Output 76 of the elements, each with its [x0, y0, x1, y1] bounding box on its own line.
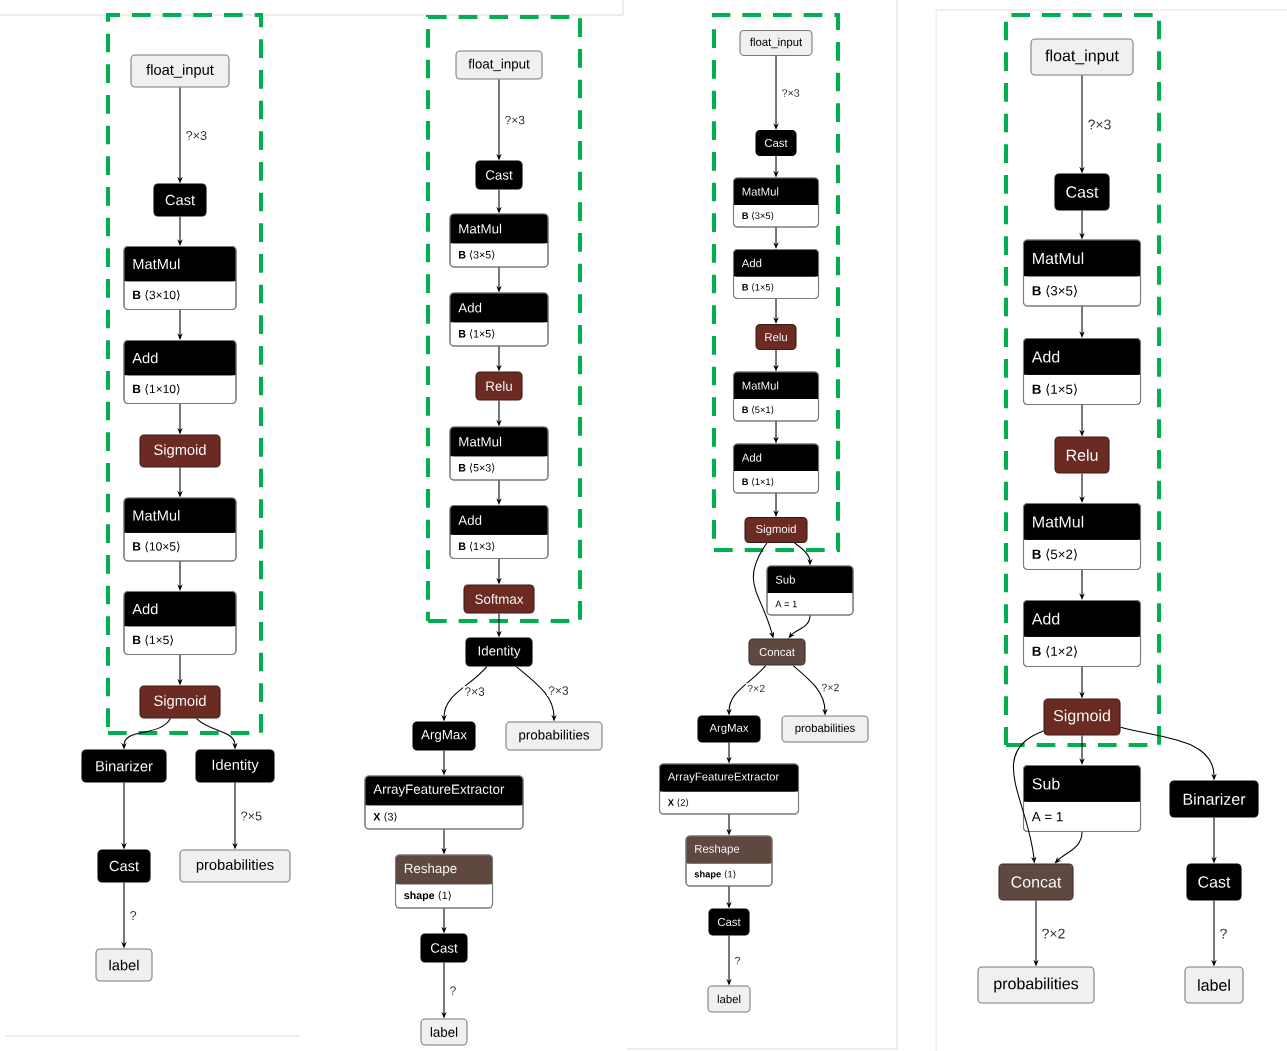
input-output-box: probabilities	[977, 966, 1095, 1004]
operator-box: Add B ⟨1×5⟩	[449, 292, 549, 347]
edge-label: ?	[1218, 927, 1229, 940]
operator-box: ArgMax	[697, 715, 761, 743]
activation-box: Sigmoid	[139, 685, 221, 719]
operator-box: Binarizer	[1169, 780, 1259, 818]
input-output-box: label	[95, 948, 153, 982]
edge-label: ?×2	[745, 683, 767, 694]
operator-box: Concat	[998, 863, 1074, 901]
activation-box: Sigmoid	[139, 434, 221, 468]
operator-box: Add B ⟨1×5⟩	[1022, 337, 1142, 406]
operator-box: Concat	[748, 638, 806, 666]
edge-label: ?	[733, 955, 742, 966]
input-output-box: probabilities	[179, 849, 291, 883]
input-output-box: float_input	[1030, 38, 1134, 76]
operator-box: Add B ⟨1×10⟩	[123, 339, 237, 405]
operator-box: Add B ⟨1×5⟩	[732, 248, 820, 300]
operator-box: MatMul B ⟨3×5⟩	[449, 213, 549, 268]
operator-box: Reshape shape ⟨1⟩	[685, 835, 773, 887]
operator-box: Add B ⟨1×2⟩	[1022, 599, 1142, 668]
input-output-box: float_input	[130, 54, 230, 88]
operator-box: Add B ⟨1×1⟩	[732, 443, 820, 494]
activation-box: Sigmoid	[744, 516, 808, 544]
operator-box: MatMul B ⟨5×2⟩	[1022, 502, 1142, 571]
edge-label: ?×2	[820, 682, 841, 693]
input-output-box: label	[707, 985, 751, 1013]
input-output-box: label	[420, 1018, 468, 1046]
operator-box: MatMul B ⟨10×5⟩	[123, 497, 237, 562]
dashed-frame	[1004, 13, 1161, 747]
activation-box: Relu	[475, 371, 523, 401]
operator-box: Cast	[755, 129, 797, 157]
activation-box: Relu	[755, 323, 797, 351]
activation-box: Relu	[1054, 436, 1110, 474]
operator-box: Cast	[708, 908, 750, 936]
operator-box: Cast	[475, 160, 523, 190]
edge-label: ?	[448, 985, 458, 997]
operator-box: Cast	[420, 933, 468, 963]
operator-box: MatMul B ⟨5×1⟩	[732, 371, 820, 422]
operator-box: MatMul B ⟨3×5⟩	[732, 177, 820, 228]
input-output-box: probabilities	[505, 721, 603, 751]
activation-box: Softmax	[463, 584, 535, 614]
operator-box: Sub A = 1	[1022, 764, 1142, 833]
dashed-frame	[106, 13, 263, 735]
operator-box: ArrayFeatureExtractor X ⟨2⟩	[658, 763, 800, 815]
operator-box: Reshape shape ⟨1⟩	[394, 854, 494, 909]
edge-label: ?×3	[463, 686, 487, 698]
dashed-frame	[712, 13, 840, 552]
operator-box: Sub A = 1	[766, 565, 854, 616]
activation-box: Sigmoid	[1043, 698, 1121, 736]
edge-label: ?×5	[239, 810, 264, 822]
operator-box: Cast	[97, 849, 151, 883]
edge-label: ?×3	[184, 129, 209, 142]
edge-label: ?	[128, 909, 138, 922]
input-output-box: float_input	[739, 29, 813, 57]
operator-box: MatMul B ⟨3×5⟩	[1022, 239, 1142, 307]
input-output-box: probabilities	[781, 715, 869, 743]
operator-box: Cast	[1186, 863, 1242, 901]
operator-box: MatMul B ⟨3×10⟩	[123, 245, 237, 311]
edge-label: ?×2	[1040, 927, 1067, 940]
input-output-box: label	[1184, 966, 1244, 1004]
operator-box: Identity	[195, 749, 275, 783]
operator-box: Add B ⟨1×3⟩	[449, 504, 549, 560]
operator-box: Identity	[465, 637, 533, 667]
edge-label: ?×3	[503, 114, 527, 126]
operator-box: ArrayFeatureExtractor X ⟨3⟩	[364, 775, 524, 830]
edge-label: ?×3	[546, 684, 570, 697]
edge-label: ?×3	[780, 87, 802, 99]
operator-box: Add B ⟨1×5⟩	[123, 590, 237, 656]
operator-box: Cast	[153, 183, 207, 217]
edge-label: ?×3	[1086, 118, 1113, 131]
operator-box: MatMul B ⟨5×3⟩	[449, 426, 549, 481]
operator-box: ArgMax	[412, 721, 476, 751]
operator-box: Binarizer	[81, 749, 167, 783]
operator-box: Cast	[1054, 173, 1110, 211]
input-output-box: float_input	[455, 50, 543, 80]
dashed-frame	[426, 15, 582, 623]
